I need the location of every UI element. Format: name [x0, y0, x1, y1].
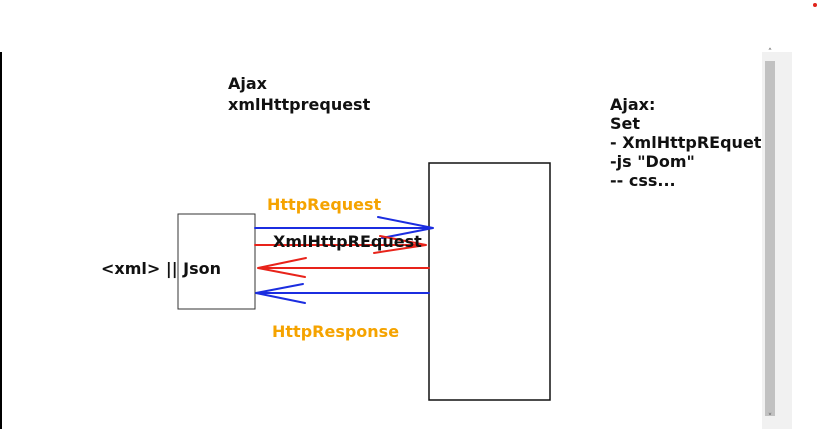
- red-dot-marker: [813, 3, 817, 7]
- client-box: [177, 213, 256, 310]
- server-box: [428, 162, 551, 401]
- chevron-up-icon[interactable]: ˄: [767, 48, 773, 58]
- title-line: xmlHttprequest: [228, 95, 371, 114]
- canvas-left-border: [0, 52, 2, 429]
- notes-line: Set: [610, 114, 641, 133]
- notes-line: -js "Dom": [610, 152, 695, 171]
- http-response-arrow: [255, 283, 430, 304]
- xml-http-request-arrow: [254, 235, 427, 254]
- notes-block: Ajax: Set - XmlHttpREquets -js "Dom" -- …: [610, 95, 771, 190]
- xml-http-request-label: XmlHttpREquest: [273, 232, 422, 251]
- vertical-scrollbar[interactable]: ˄ ˅: [762, 48, 792, 429]
- chevron-down-icon[interactable]: ˅: [767, 413, 773, 423]
- http-request-arrow: [254, 216, 434, 239]
- scrollbar-thumb[interactable]: [765, 61, 775, 416]
- notes-line: -- css...: [610, 171, 676, 190]
- red-response-arrow: [257, 257, 430, 278]
- notes-line: Ajax:: [610, 95, 656, 114]
- notes-line: - XmlHttpREquets: [610, 133, 771, 152]
- diagram-title: Ajax xmlHttprequest: [228, 74, 370, 116]
- http-request-label: HttpRequest: [267, 195, 382, 214]
- title-line: Ajax: [228, 74, 267, 93]
- http-response-label: HttpResponse: [272, 322, 400, 341]
- client-label: <xml> || Json: [101, 259, 221, 278]
